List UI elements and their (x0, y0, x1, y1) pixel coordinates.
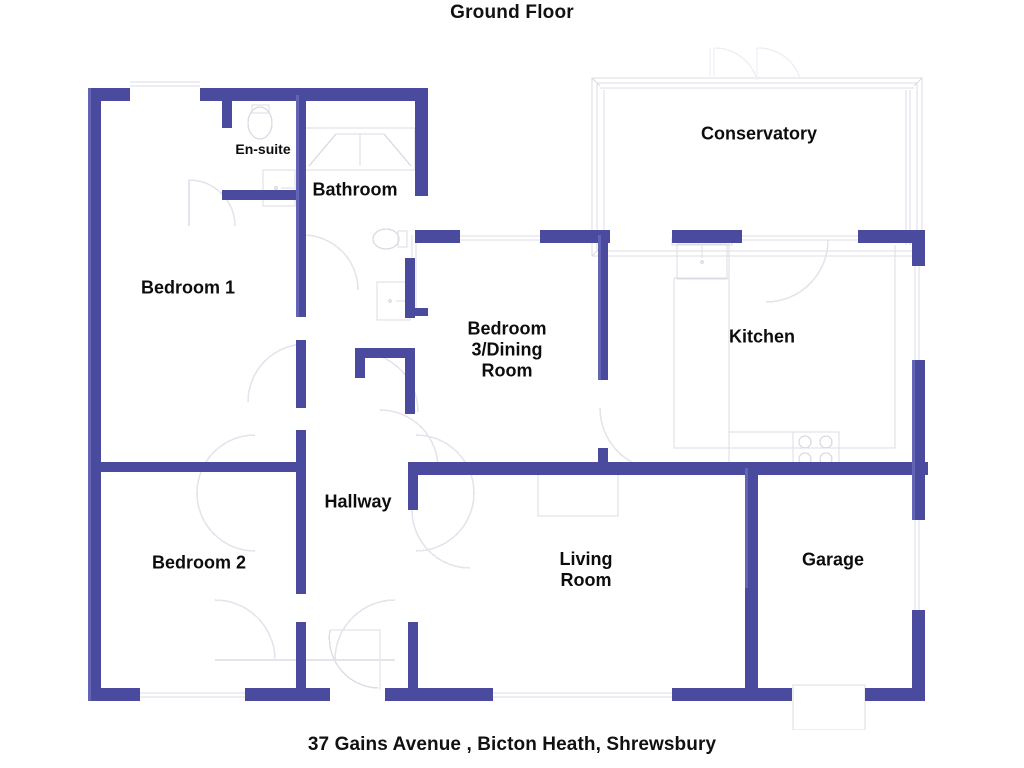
wall-mid-top-b (540, 230, 610, 243)
exterior-wall-bathroom-right-b (415, 308, 428, 316)
wall-ensuite-bathroom (296, 95, 306, 317)
property-address-caption: 37 Gains Avenue , Bicton Heath, Shrewsbu… (307, 734, 717, 755)
exterior-wall-bottom-e (865, 688, 925, 701)
exterior-wall-right-a (912, 230, 925, 266)
wall-hall-stub-a (355, 348, 413, 358)
bath-fixture (304, 127, 416, 171)
wall-hall-stub-c (405, 348, 415, 414)
floor-plan-svg (88, 47, 928, 731)
wall-bedroom2-hall-b (296, 622, 306, 692)
wall-bedroom1-hall-b (296, 430, 306, 490)
wall-bedroom3-kitchen-a (598, 235, 608, 380)
conservatory-door-swings (709, 47, 801, 81)
exterior-wall-bathroom-right-a (415, 88, 428, 196)
living-room-door-swing (411, 509, 471, 569)
wall-bedroom1-bedroom2 (97, 462, 306, 472)
kitchen-counter-fixture (673, 242, 896, 450)
bedroom-3-door-swing-2 (379, 409, 439, 469)
living-room-chimney (537, 469, 619, 517)
wall-living-garage-b (745, 588, 758, 698)
conservatory-structure (591, 77, 923, 257)
basin-ensuite-fixture (262, 169, 296, 207)
wall-hall-stub-d (405, 258, 415, 318)
wall-highlights (88, 88, 915, 701)
exterior-wall-top-b (200, 88, 428, 101)
wall-bedroom3-kitchen-b (598, 448, 608, 470)
hallway-arch-left (196, 434, 256, 552)
exterior-wall-bottom-b (245, 688, 330, 701)
wall-hall-living-b (408, 622, 418, 692)
wc-ensuite-fixture (247, 104, 273, 140)
wall-ensuite-top (222, 88, 232, 128)
wall-ensuite-bottom (222, 190, 306, 200)
exterior-wall-right-b (912, 360, 925, 520)
wall-mid-top-c (672, 230, 742, 243)
conservatory-access-door-swing (765, 239, 829, 303)
wall-mid-top-a (415, 230, 460, 243)
fixtures-layer (130, 47, 923, 731)
exterior-wall-top-a (88, 88, 130, 101)
exterior-wall-bottom-c (385, 688, 493, 701)
exterior-wall-left (88, 88, 101, 701)
bedroom-1-door-swing (247, 343, 307, 403)
wall-mid-top-d (858, 230, 925, 243)
bedroom-2-door-swing-a (214, 599, 276, 661)
garage-door-panel (792, 684, 866, 731)
exterior-wall-bottom-d (672, 688, 792, 701)
kitchen-door-swing (599, 407, 663, 471)
wall-living-garage-a (745, 468, 758, 588)
window-reveal-lines (130, 81, 920, 698)
kitchen-sink-fixture (671, 237, 733, 280)
hallway-cupboard (328, 629, 381, 690)
wall-hall-living-a (408, 470, 418, 510)
bedroom-2-door-swing-b (334, 599, 396, 661)
wall-bedroom2-hall (296, 462, 306, 594)
floor-plan-drawing: Bedroom 1 Bedroom 2 En-suite Bathroom Ha… (0, 30, 1024, 731)
exterior-wall-right-c (912, 610, 925, 701)
wc-bathroom-fixture (372, 228, 408, 250)
walls-layer (88, 88, 928, 701)
en-suite-door-swing (188, 179, 236, 227)
door-swings-layer (188, 179, 829, 661)
page-title: Ground Floor (450, 2, 574, 23)
wall-mid-horizontal (408, 462, 928, 475)
wall-bedroom1-hall-a (296, 340, 306, 408)
bathroom-door-swing (302, 234, 359, 291)
exterior-wall-bottom-a (88, 688, 140, 701)
wall-hall-stub-b (355, 348, 365, 378)
hallway-arch-right (415, 434, 475, 552)
